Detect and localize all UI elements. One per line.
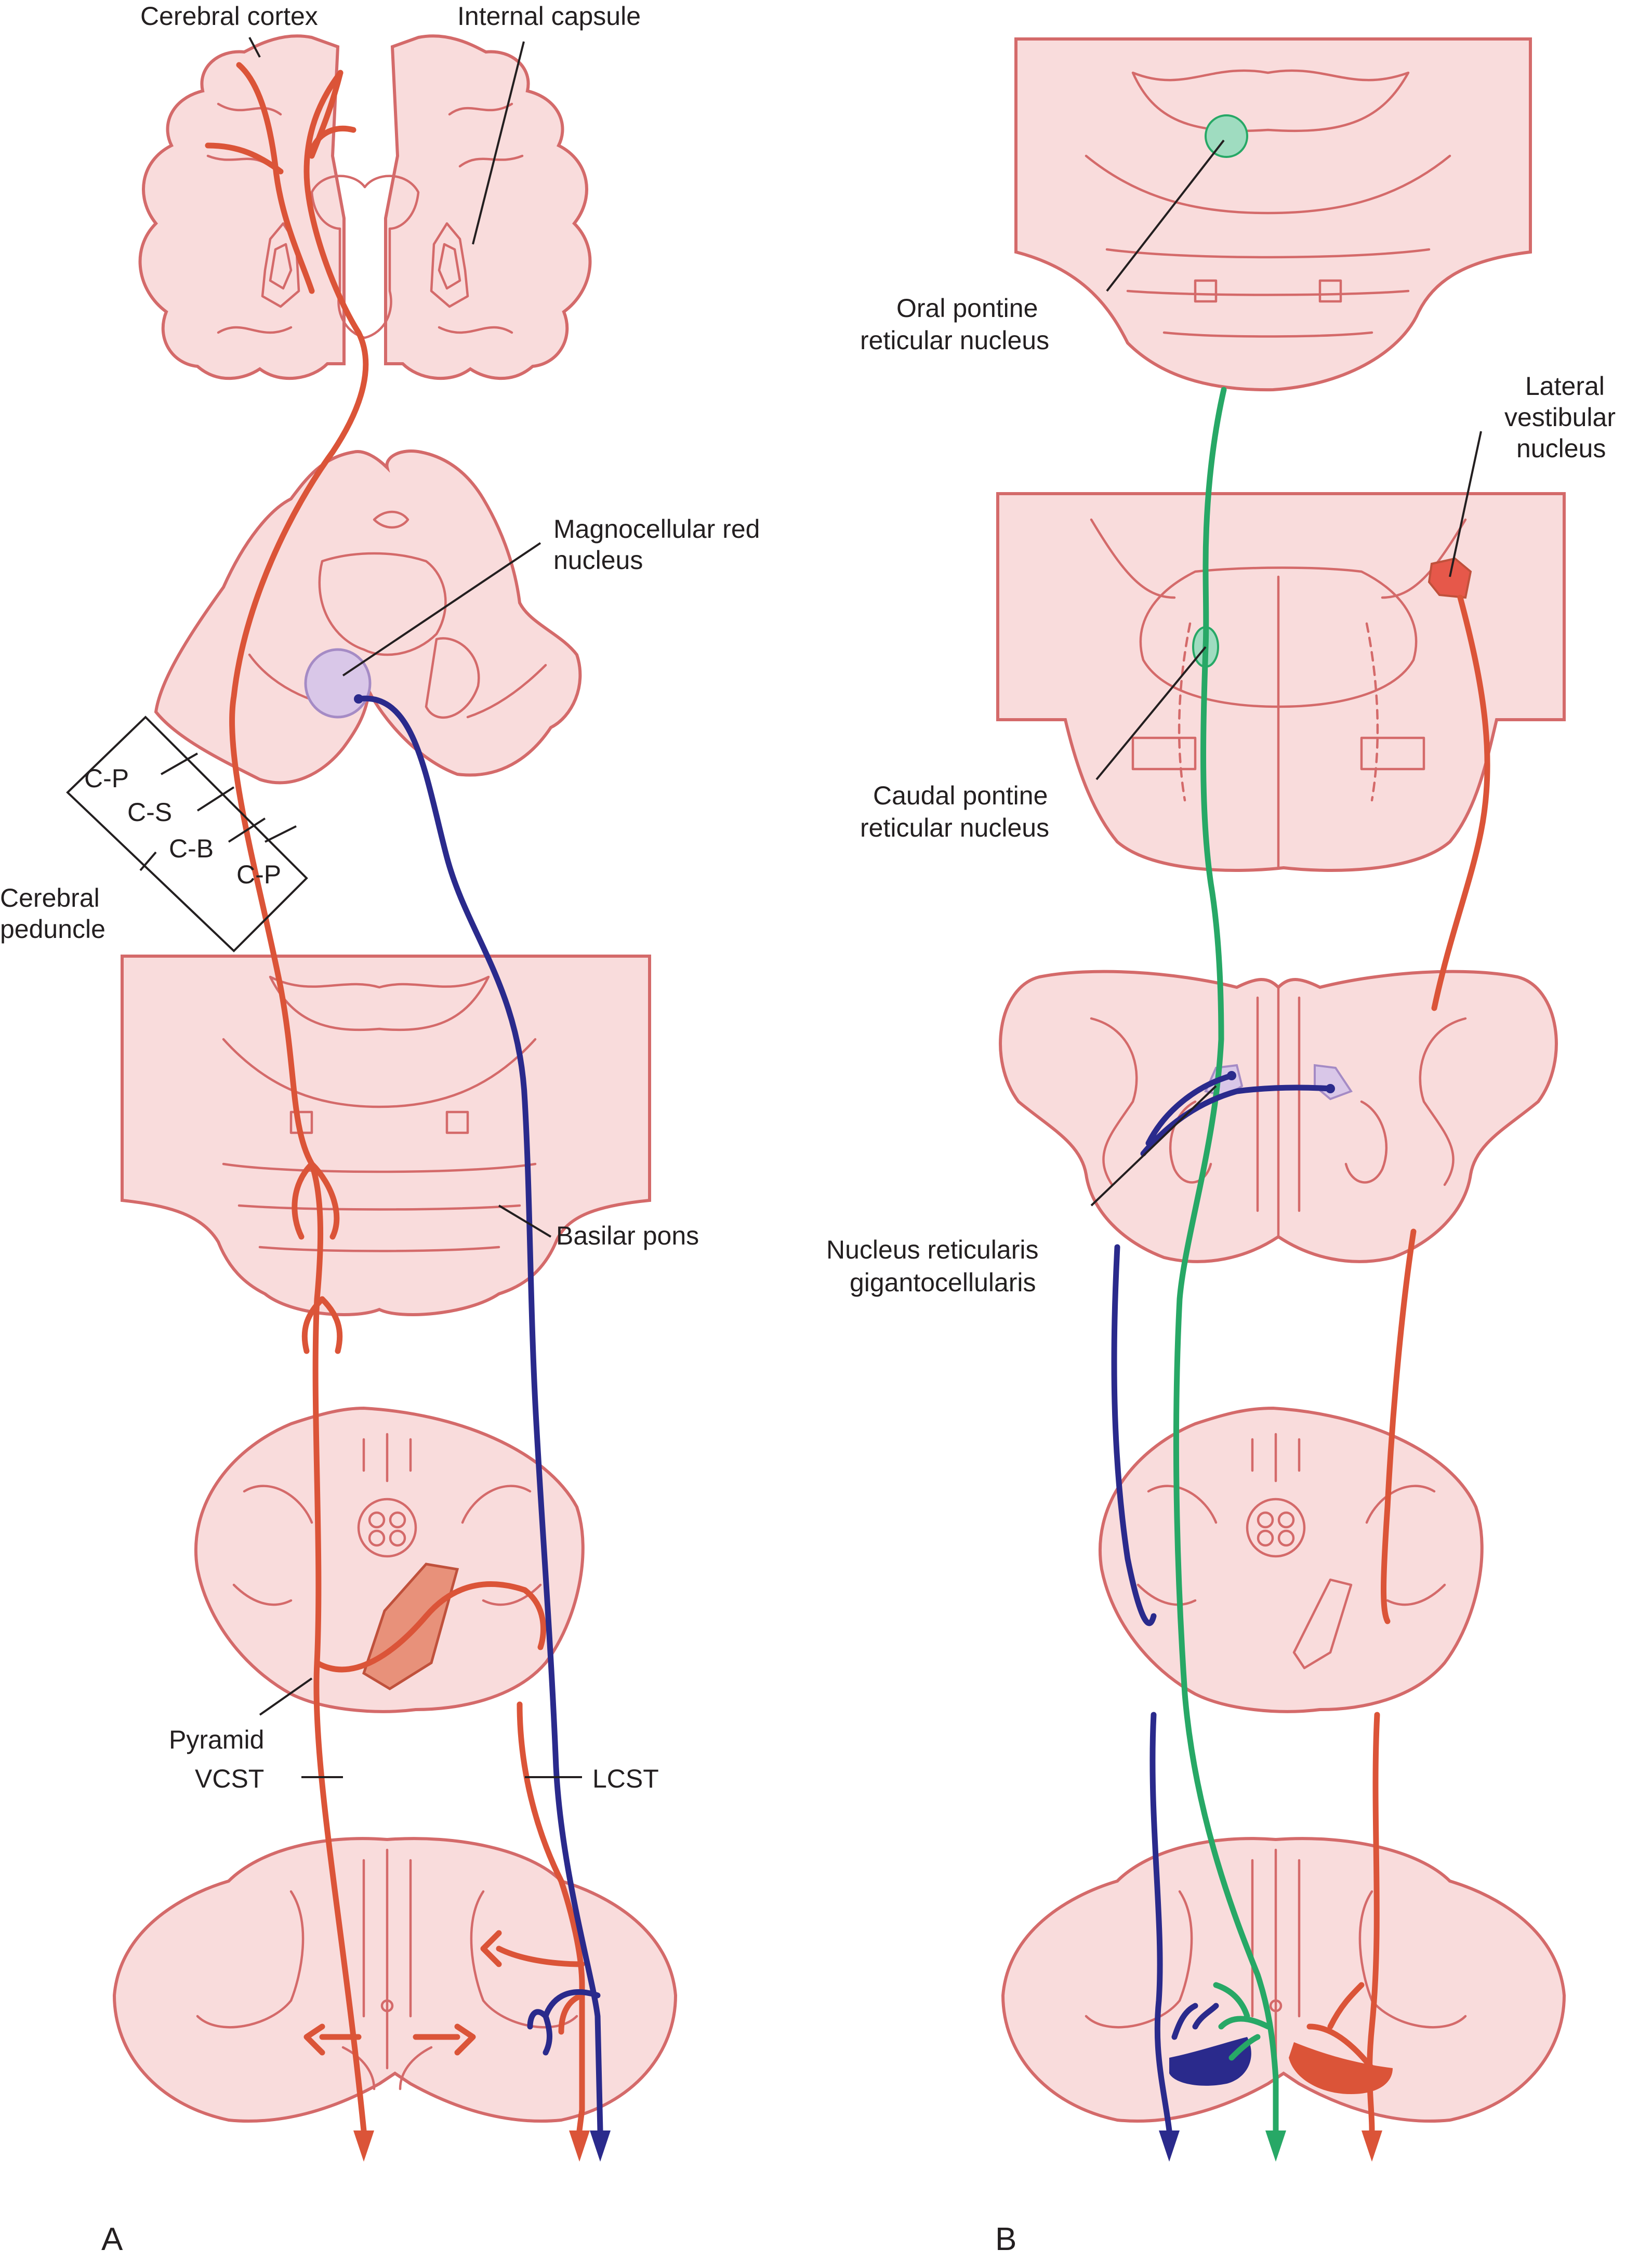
medullary-reticulospinal-arrowhead xyxy=(1159,2130,1180,2162)
upper-pons-section xyxy=(1014,37,1532,392)
medulla-outline xyxy=(194,1406,585,1713)
midbrain-outline xyxy=(154,449,582,785)
magnocellular-red-nucleus xyxy=(304,648,372,719)
label-magnocellular-red-nucleus-line2: nucleus xyxy=(553,546,643,575)
label-lateral-vestibular-line3: nucleus xyxy=(1516,434,1606,463)
label-cb: C-B xyxy=(169,834,214,863)
right-hemisphere xyxy=(384,34,592,380)
oral-pontine-reticular-nucleus xyxy=(1205,114,1248,158)
label-cp-lower: C-P xyxy=(236,860,281,889)
label-vcst: VCST xyxy=(195,1764,264,1793)
left-hemisphere xyxy=(138,34,346,380)
upper-pons-outline xyxy=(1014,37,1532,392)
label-caudal-pontine-line1: Caudal pontine xyxy=(873,781,1048,810)
panel-b-leaders xyxy=(1090,139,1482,1207)
label-lcst: LCST xyxy=(592,1764,659,1793)
label-cs: C-S xyxy=(127,798,172,827)
lateral-vestibulospinal-arrowhead xyxy=(1362,2130,1382,2162)
panel-a-labels: Cerebral cortex Internal capsule Magnoce… xyxy=(0,2,760,2257)
rubrospinal-tract xyxy=(304,648,611,2162)
lcst-arrowhead xyxy=(569,2130,590,2162)
cerebrum-coronal-section xyxy=(138,34,592,380)
rubrospinal-arrowhead xyxy=(590,2130,611,2162)
label-basilar-pons: Basilar pons xyxy=(556,1221,699,1250)
spinal-cord-b-section xyxy=(1001,1837,1566,2123)
medullary-reticulospinal-tract xyxy=(1111,1071,1335,2162)
ventral-horn-target-left xyxy=(1169,2037,1251,2086)
label-nrg-line2: gigantocellularis xyxy=(850,1268,1036,1297)
pons-section xyxy=(121,955,651,1316)
label-lateral-vestibular-line2: vestibular xyxy=(1504,403,1616,432)
vcst-arrowhead xyxy=(353,2130,374,2162)
panel-b-labels: Oral pontine reticular nucleus Lateral v… xyxy=(826,294,1616,2257)
pontine-reticulospinal-tract xyxy=(1173,387,1286,2162)
inferior-olive-lesion xyxy=(362,1563,459,1690)
panel-b: Oral pontine reticular nucleus Lateral v… xyxy=(826,37,1616,2257)
panel-a: Cerebral cortex Internal capsule Magnoce… xyxy=(0,2,760,2257)
panel-letter-a: A xyxy=(101,2221,123,2257)
midbrain-section xyxy=(154,449,582,785)
label-oral-pontine-line1: Oral pontine xyxy=(896,294,1038,323)
label-lateral-vestibular-line1: Lateral xyxy=(1525,372,1605,401)
corticospinal-tract xyxy=(205,62,590,2162)
ventral-horn-target-right xyxy=(1289,2042,1393,2094)
panel-a-leaders xyxy=(66,37,582,1778)
label-cerebral-peduncle-line2: peduncle xyxy=(0,915,105,944)
rostral-medulla-section xyxy=(999,970,1558,1263)
lateral-vestibulospinal-tract xyxy=(1306,594,1490,2162)
label-internal-capsule: Internal capsule xyxy=(457,2,641,31)
medulla-section xyxy=(194,1406,585,1713)
pontine-reticulospinal-arrowhead xyxy=(1265,2130,1286,2162)
label-cp-upper: C-P xyxy=(84,764,129,793)
lower-pons-outline xyxy=(996,492,1566,872)
label-oral-pontine-line2: reticular nucleus xyxy=(860,326,1049,355)
label-caudal-pontine-line2: reticular nucleus xyxy=(860,813,1049,842)
caudal-medulla-outline xyxy=(1098,1406,1484,1713)
label-nrg-line1: Nucleus reticularis xyxy=(826,1235,1038,1264)
pons-outline xyxy=(121,955,651,1316)
label-cerebral-cortex: Cerebral cortex xyxy=(140,2,318,31)
spinal-cord-section xyxy=(112,1837,678,2123)
lateral-vestibular-nucleus xyxy=(1428,557,1472,599)
lower-pons-section xyxy=(996,492,1566,872)
label-cerebral-peduncle-line1: Cerebral xyxy=(0,883,100,912)
caudal-medulla-section xyxy=(1098,1406,1484,1713)
panel-letter-b: B xyxy=(995,2221,1016,2257)
spinal-cord-b-outline xyxy=(1001,1837,1566,2123)
label-pyramid: Pyramid xyxy=(169,1725,264,1754)
label-magnocellular-red-nucleus-line1: Magnocellular red xyxy=(553,514,760,544)
